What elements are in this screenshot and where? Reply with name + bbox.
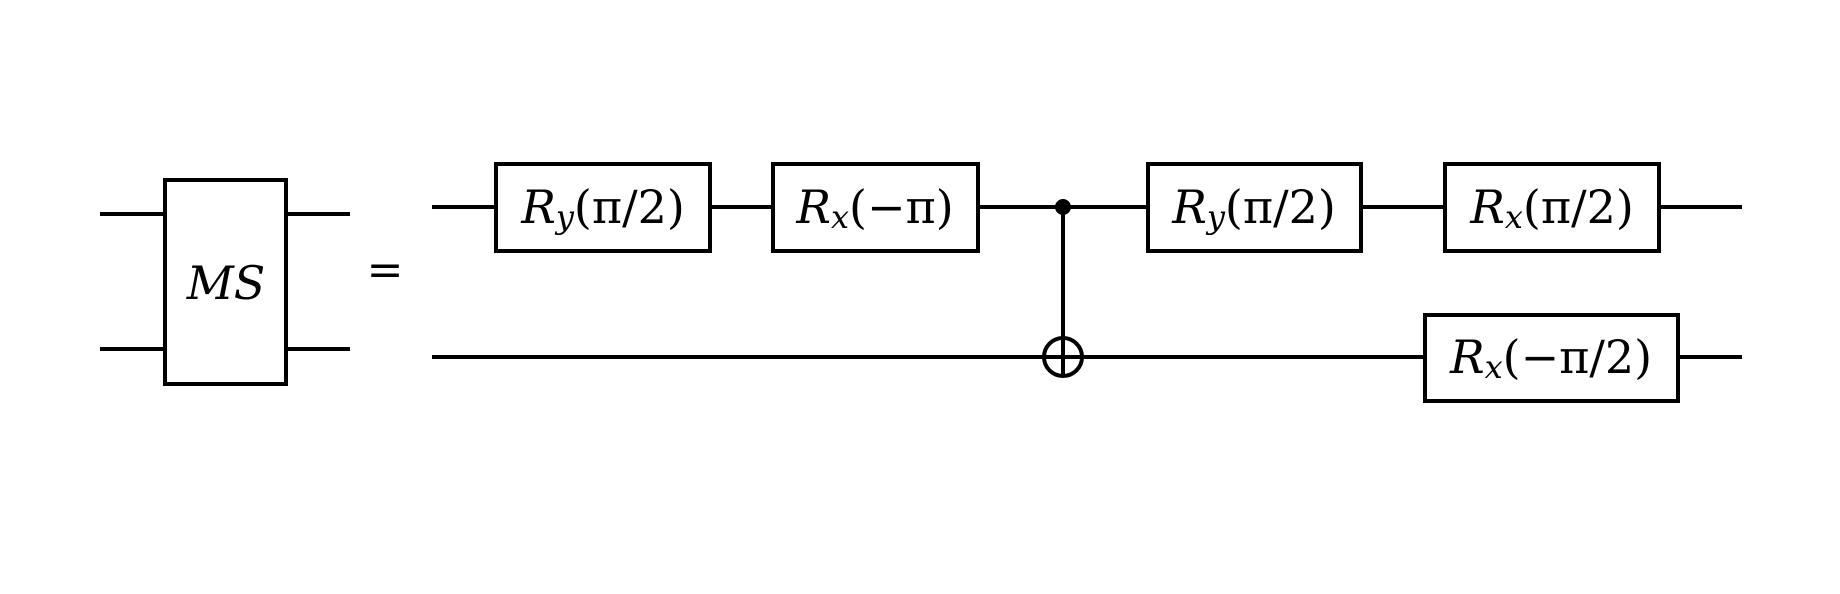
gate-top-2: Rx(−π): [771, 162, 980, 253]
gate-top-1: Ry(π/2): [494, 162, 712, 253]
cnot-gate: [1042, 199, 1084, 378]
gate-top-3: Ry(π/2): [1146, 162, 1363, 253]
equals-sign: =: [367, 245, 404, 296]
ms-gate-label: MS: [186, 256, 266, 310]
ms-gate-group: MS: [100, 178, 350, 386]
gate-top-1-box: [494, 162, 712, 253]
gate-bottom-1: Rx(−π/2): [1423, 313, 1680, 403]
gate-top-4-label: Rx(π/2): [1469, 180, 1634, 236]
gate-top-1-label: Ry(π/2): [520, 180, 685, 236]
gate-top-4-box: [1443, 162, 1661, 253]
gate-bottom-1-box: [1423, 313, 1680, 403]
gate-top-2-label: Rx(−π): [795, 180, 953, 236]
cnot-control-dot: [1055, 199, 1071, 215]
gate-bottom-1-label: Rx(−π/2): [1449, 330, 1652, 386]
gate-top-3-box: [1146, 162, 1363, 253]
gate-top-2-box: [771, 162, 980, 253]
gate-top-4: Rx(π/2): [1443, 162, 1661, 253]
gate-top-3-label: Ry(π/2): [1171, 180, 1336, 236]
ms-gate-box: [163, 178, 288, 386]
